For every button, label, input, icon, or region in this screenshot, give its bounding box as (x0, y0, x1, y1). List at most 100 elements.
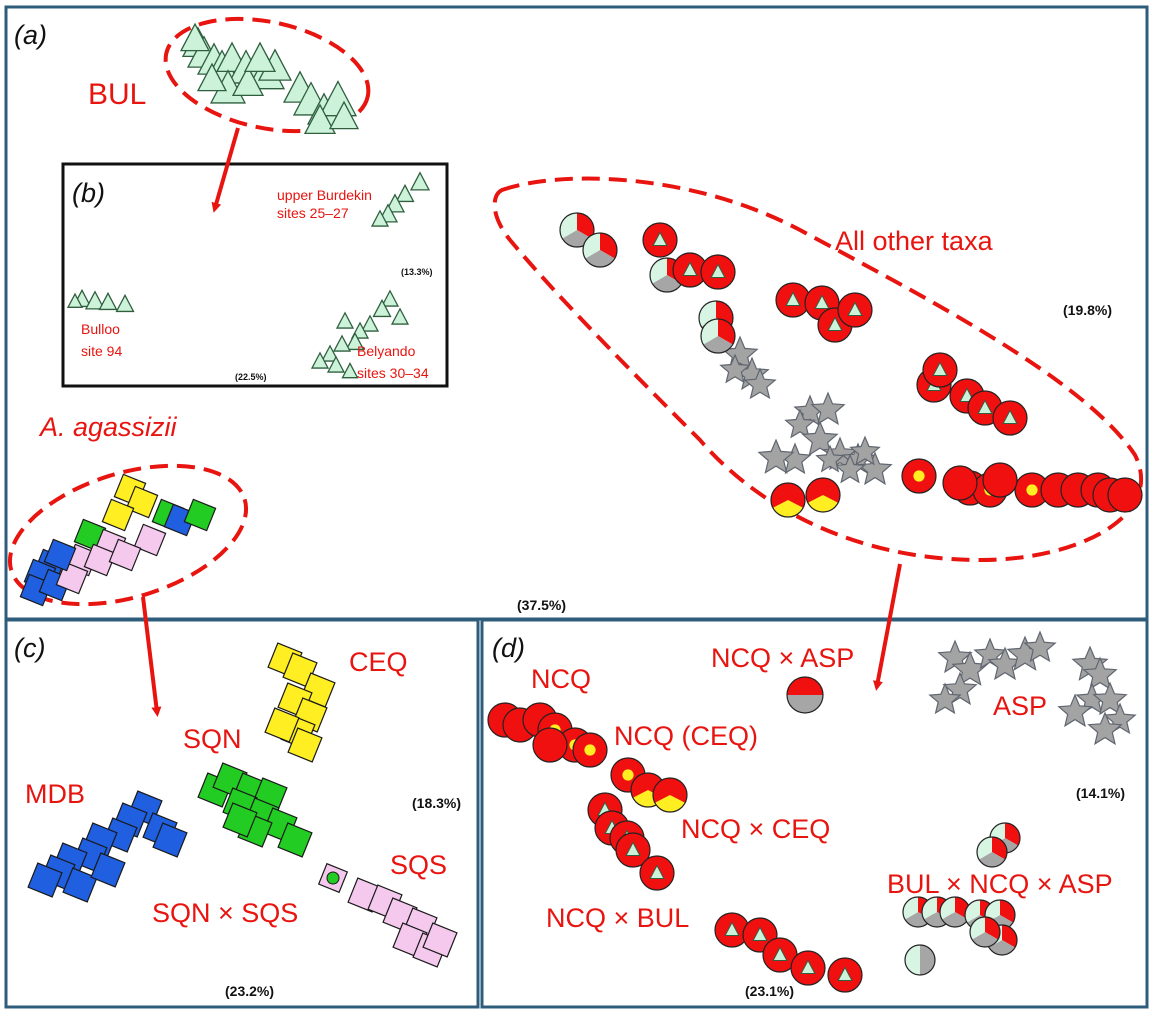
panel-d-frame (480, 618, 1149, 1009)
triangle-marker (98, 291, 118, 311)
pie-marker-redtri (615, 832, 651, 868)
triangle-marker (66, 292, 84, 308)
pie-marker-red (942, 465, 978, 501)
triangle-marker (380, 289, 400, 307)
panel-c-frame (4, 618, 480, 1009)
group-outlines (7, 16, 1143, 607)
diamond-marker (152, 822, 188, 858)
diamond-marker (264, 707, 300, 743)
diamond-marker (101, 498, 135, 532)
pct-d-x: (23.1%) (745, 983, 794, 999)
diamond-marker (27, 862, 63, 898)
triangle-marker (345, 331, 365, 351)
arrows (141, 127, 902, 717)
star-marker (810, 391, 846, 426)
label-ncq-x-ceq: NCQ × CEQ (681, 814, 830, 844)
diamond-marker (287, 727, 323, 763)
star-marker (1082, 656, 1118, 691)
label-bul: BUL (88, 78, 146, 111)
triangle-marker (320, 344, 340, 362)
pie-marker-mix (969, 916, 1001, 948)
sqn-centre-dot (326, 871, 340, 885)
triangle-marker (115, 293, 135, 313)
pie-marker-mix (700, 318, 736, 354)
label-upper-sites: sites 25–27 (277, 205, 349, 221)
pie-marker-redtri (922, 352, 958, 388)
triangle-marker (179, 22, 211, 52)
star-marker (784, 408, 816, 439)
diamond-marker (277, 822, 313, 858)
star-marker (1092, 681, 1128, 716)
pie-marker-mintgrey (904, 944, 936, 976)
label-ncq-x-asp: NCQ × ASP (711, 643, 854, 673)
diamond-marker (422, 922, 458, 958)
panel-b-frame (61, 162, 449, 388)
label-all-other-taxa: All other taxa (835, 226, 994, 256)
triangle-marker (335, 311, 355, 329)
diamond-marker (133, 523, 167, 557)
pct-c-y: (18.3%) (412, 795, 461, 811)
pie-marker-red (532, 727, 568, 763)
pie-marker-redgrey (786, 676, 824, 714)
panel-b-letter: (b) (72, 178, 105, 208)
triangle-marker (243, 41, 277, 73)
panel-frames (4, 5, 1149, 1009)
star-marker (1057, 693, 1093, 728)
label-ncq-ceq: NCQ (CEQ) (614, 721, 758, 751)
star-marker (1023, 630, 1057, 663)
bul-outline (163, 16, 371, 134)
pie-marker-mix (939, 896, 971, 928)
star-marker (1087, 711, 1123, 746)
label-bulloo-site: site 94 (81, 343, 122, 359)
other-taxa-outline (492, 176, 1143, 563)
label-ceq: CEQ (349, 647, 408, 677)
triangle-marker (370, 209, 390, 227)
star-marker (801, 420, 839, 456)
label-mdb: MDB (25, 779, 85, 809)
triangle-marker (231, 65, 265, 97)
diamond-marker (62, 867, 98, 903)
triangle-marker (84, 290, 106, 310)
diamond-marker (222, 802, 258, 838)
pie-marker-red (982, 462, 1018, 498)
triangle-marker (395, 183, 415, 203)
pct-a-y: (19.8%) (1063, 302, 1112, 318)
pct-d-y: (14.1%) (1076, 785, 1125, 801)
arrow-agassizii-to-c (141, 596, 162, 717)
pie-marker-redtri (790, 950, 826, 986)
label-ncq: NCQ (531, 664, 591, 694)
pie-marker-redtri (992, 400, 1028, 436)
panel-d-letter: (d) (492, 633, 525, 663)
triangle-marker (372, 298, 392, 318)
panel-c-letter: (c) (14, 633, 45, 663)
star-marker (719, 353, 751, 384)
label-sqn: SQN (183, 724, 242, 754)
triangle-marker (326, 355, 346, 373)
label-asp: ASP (993, 691, 1047, 721)
arrow-other-to-d (873, 563, 902, 691)
pie-marker-redtri (775, 282, 811, 318)
pie-marker-redtri (837, 292, 873, 328)
pie-marker-redyellow (572, 732, 608, 768)
star-marker (757, 438, 795, 474)
label-ncq-x-bul: NCQ × BUL (546, 903, 689, 933)
label-agassizii: A. agassizii (38, 412, 178, 442)
panel-d-markers (487, 630, 1137, 993)
pct-b-y: (13.3%) (401, 267, 433, 277)
triangle-marker (328, 100, 360, 130)
triangle-marker (341, 362, 359, 379)
triangle-marker (196, 62, 228, 92)
panel-c-markers (27, 642, 458, 968)
pie-marker-redtri (700, 254, 736, 290)
label-bul-x-ncq-x-asp: BUL × NCQ × ASP (887, 869, 1113, 899)
arrow-bul-to-b (211, 127, 240, 213)
diamond-marker (183, 498, 217, 532)
pct-a-x: (37.5%) (517, 597, 566, 613)
pie-marker-redtri (642, 222, 678, 258)
triangle-marker (409, 171, 431, 191)
pie-marker-redyellow (901, 458, 937, 494)
star-marker (815, 444, 845, 473)
star-marker (928, 682, 962, 715)
triangle-marker (384, 193, 406, 213)
